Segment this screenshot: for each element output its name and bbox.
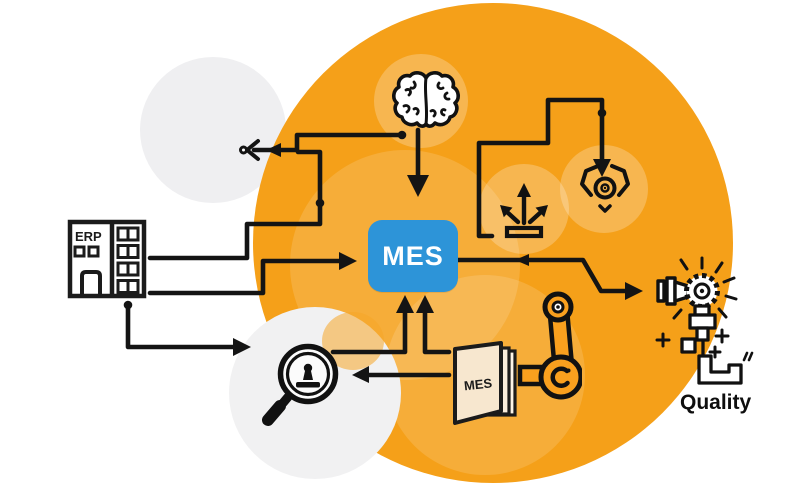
mes-folder-icon: MES [447, 337, 525, 429]
mes-folder-label: MES [463, 375, 493, 393]
erp-label: ERP [75, 229, 102, 244]
mes-box: MES [368, 220, 458, 292]
mes-box-label: MES [382, 240, 444, 271]
quality-label: Quality [680, 391, 752, 414]
line-erp-to-magnifier [125, 302, 237, 350]
robot-arm-icon [516, 291, 582, 406]
dispatch-arrows-icon [492, 178, 556, 242]
gripper-claw-icon [578, 162, 632, 218]
brain-icon [390, 68, 462, 130]
magnifier-audit-icon [255, 335, 351, 435]
quality-inspection-icon [643, 248, 761, 398]
erp-building-icon: ERP [62, 214, 152, 304]
